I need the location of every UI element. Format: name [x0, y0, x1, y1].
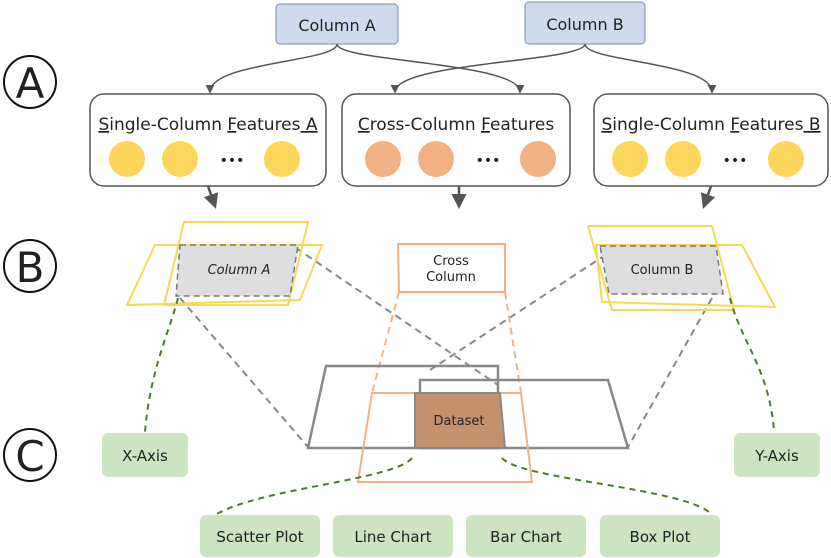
feature-title-part: S: [601, 115, 612, 135]
svg-text:B: B: [16, 243, 45, 292]
chart-line-chart: Line Chart: [333, 515, 453, 557]
svg-text:C: C: [15, 432, 44, 481]
svg-text:•••: •••: [723, 153, 748, 169]
feature-title-part: ross: [370, 115, 405, 135]
chart-bar-chart: Bar Chart: [466, 515, 586, 557]
svg-text:Bar Chart: Bar Chart: [490, 528, 562, 546]
dataset-planes: Dataset: [306, 364, 630, 483]
feature-title-part: F: [730, 115, 739, 135]
column-a-plane: Column A: [125, 221, 324, 307]
x-axis-box: X-Axis: [102, 433, 188, 477]
feature-title-part: F: [481, 115, 490, 135]
stage-label-a: A: [3, 55, 57, 109]
svg-text:Scatter Plot: Scatter Plot: [216, 528, 303, 546]
feature-group-title: Single-Column Features A: [98, 115, 317, 135]
feature-title-part: A: [301, 115, 318, 135]
column-b-plane: Column B: [586, 225, 777, 311]
feature-title-part: B: [803, 115, 820, 135]
svg-text:Column: Column: [426, 270, 476, 285]
cross-column-plane: Cross Column: [396, 243, 506, 293]
feature-title-part: -Column: [404, 115, 481, 135]
feature-group-cross: Cross-Column Features •••: [341, 93, 571, 187]
chart-box-plot: Box Plot: [600, 515, 720, 557]
svg-text:Line Chart: Line Chart: [354, 528, 431, 546]
feature-to-plane-arrows: [203, 185, 716, 209]
feature-group-title: Cross-Column Features: [358, 115, 555, 135]
svg-text:Column B: Column B: [631, 263, 694, 278]
svg-text:Cross: Cross: [433, 254, 469, 269]
y-axis-box: Y-Axis: [734, 433, 820, 477]
feature-title-part: eatures: [490, 115, 554, 135]
feature-title-part: eatures: [739, 115, 803, 135]
svg-text:Dataset: Dataset: [434, 414, 485, 429]
feature-title-part: ingle: [612, 115, 653, 135]
svg-text:•••: •••: [220, 153, 245, 169]
column-a-box: Column A: [275, 3, 399, 45]
feature-title-part: S: [98, 115, 109, 135]
svg-text:Box Plot: Box Plot: [630, 528, 691, 546]
feature-title-part: C: [358, 115, 370, 135]
column-b-box: Column B: [524, 1, 646, 45]
stage-label-b: B: [3, 239, 57, 293]
svg-text:Column B: Column B: [546, 15, 623, 34]
stage-label-c: C: [3, 428, 57, 482]
svg-text:•••: •••: [476, 153, 501, 169]
svg-text:X-Axis: X-Axis: [122, 447, 168, 465]
column-to-feature-arrows: [205, 43, 717, 94]
cross-column-projection: [371, 291, 522, 394]
feature-title-part: -Column: [151, 115, 228, 135]
feature-group-single-a: Single-Column Features A •••: [89, 93, 327, 187]
svg-text:A: A: [16, 59, 45, 108]
feature-group-single-b: Single-Column Features B •••: [593, 93, 829, 187]
feature-title-part: eatures: [236, 115, 300, 135]
projection-lines: [179, 247, 713, 448]
svg-text:Column A: Column A: [298, 16, 375, 35]
feature-title-part: -Column: [654, 115, 731, 135]
feature-title-part: ingle: [109, 115, 150, 135]
svg-text:Y-Axis: Y-Axis: [754, 447, 799, 465]
svg-text:Column A: Column A: [208, 263, 271, 278]
feature-title-part: F: [227, 115, 236, 135]
feature-group-title: Single-Column Features B: [601, 115, 820, 135]
chart-scatter-plot: Scatter Plot: [200, 515, 320, 557]
axis-links: [144, 297, 775, 516]
